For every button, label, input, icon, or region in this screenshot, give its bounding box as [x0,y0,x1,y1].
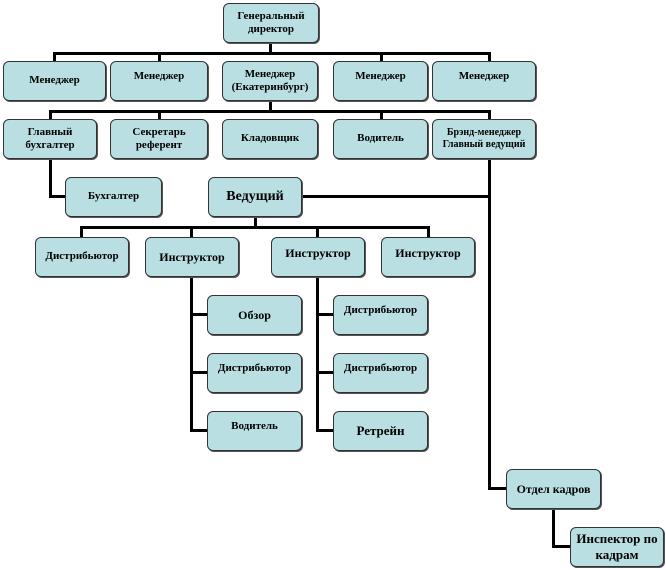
connector [488,159,491,490]
connector [254,216,257,228]
node-distributor: Дистрибьютор [333,353,428,393]
node-manager-ekaterinburg: Менеджер (Екатеринбург) [222,61,318,101]
connector [80,226,83,237]
node-distributor: Дистрибьютор [333,295,428,335]
connector [380,52,383,61]
node-instructor: Инструктор [271,237,365,277]
node-manager: Менеджер [110,61,208,101]
connector [302,195,491,198]
node-secretary: Секретарь референт [110,119,208,159]
node-driver: Водитель [333,119,428,159]
node-general-director: Генеральный директор [223,3,319,43]
node-hr-inspector: Инспектор по кадрам [570,527,664,567]
node-distributor: Дистрибьютор [35,237,129,277]
connector [488,52,491,61]
connector [427,226,430,237]
connector [49,110,52,119]
node-manager: Менеджер [432,61,536,101]
node-manager: Менеджер [333,61,428,101]
connector [80,226,430,229]
connector [158,110,161,119]
node-manager: Менеджер [3,61,106,101]
node-hr-department: Отдел кадров [506,469,601,509]
connector [49,159,52,197]
connector [190,226,193,237]
connector [269,42,272,54]
connector [552,508,555,548]
connector [190,429,207,432]
connector [269,100,272,112]
connector [53,52,56,61]
connector [190,371,207,374]
connector [316,429,333,432]
connector [380,110,383,119]
connector [552,545,570,548]
connector [158,52,161,61]
node-instructor: Инструктор [145,237,239,277]
connector [488,487,506,490]
connector [190,313,207,316]
node-driver: Водитель [207,411,302,451]
connector [316,313,333,316]
node-distributor: Дистрибьютор [207,353,302,393]
connector [488,110,491,119]
node-brand-manager: Брэнд-менеджер Главный ведущий [432,119,536,159]
connector [316,226,319,237]
node-lead: Ведущий [208,177,302,217]
connector [49,195,66,198]
connector [190,276,193,432]
node-storekeeper: Кладовщик [222,119,318,159]
connector [49,110,491,113]
node-retrain: Ретрейн [333,411,428,451]
node-review: Обзор [207,295,302,335]
connector [53,52,491,55]
node-instructor: Инструктор [381,237,475,277]
node-chief-accountant: Главный бухгалтер [3,119,97,159]
connector [316,276,319,432]
connector [316,371,333,374]
node-accountant: Бухгалтер [65,177,162,217]
